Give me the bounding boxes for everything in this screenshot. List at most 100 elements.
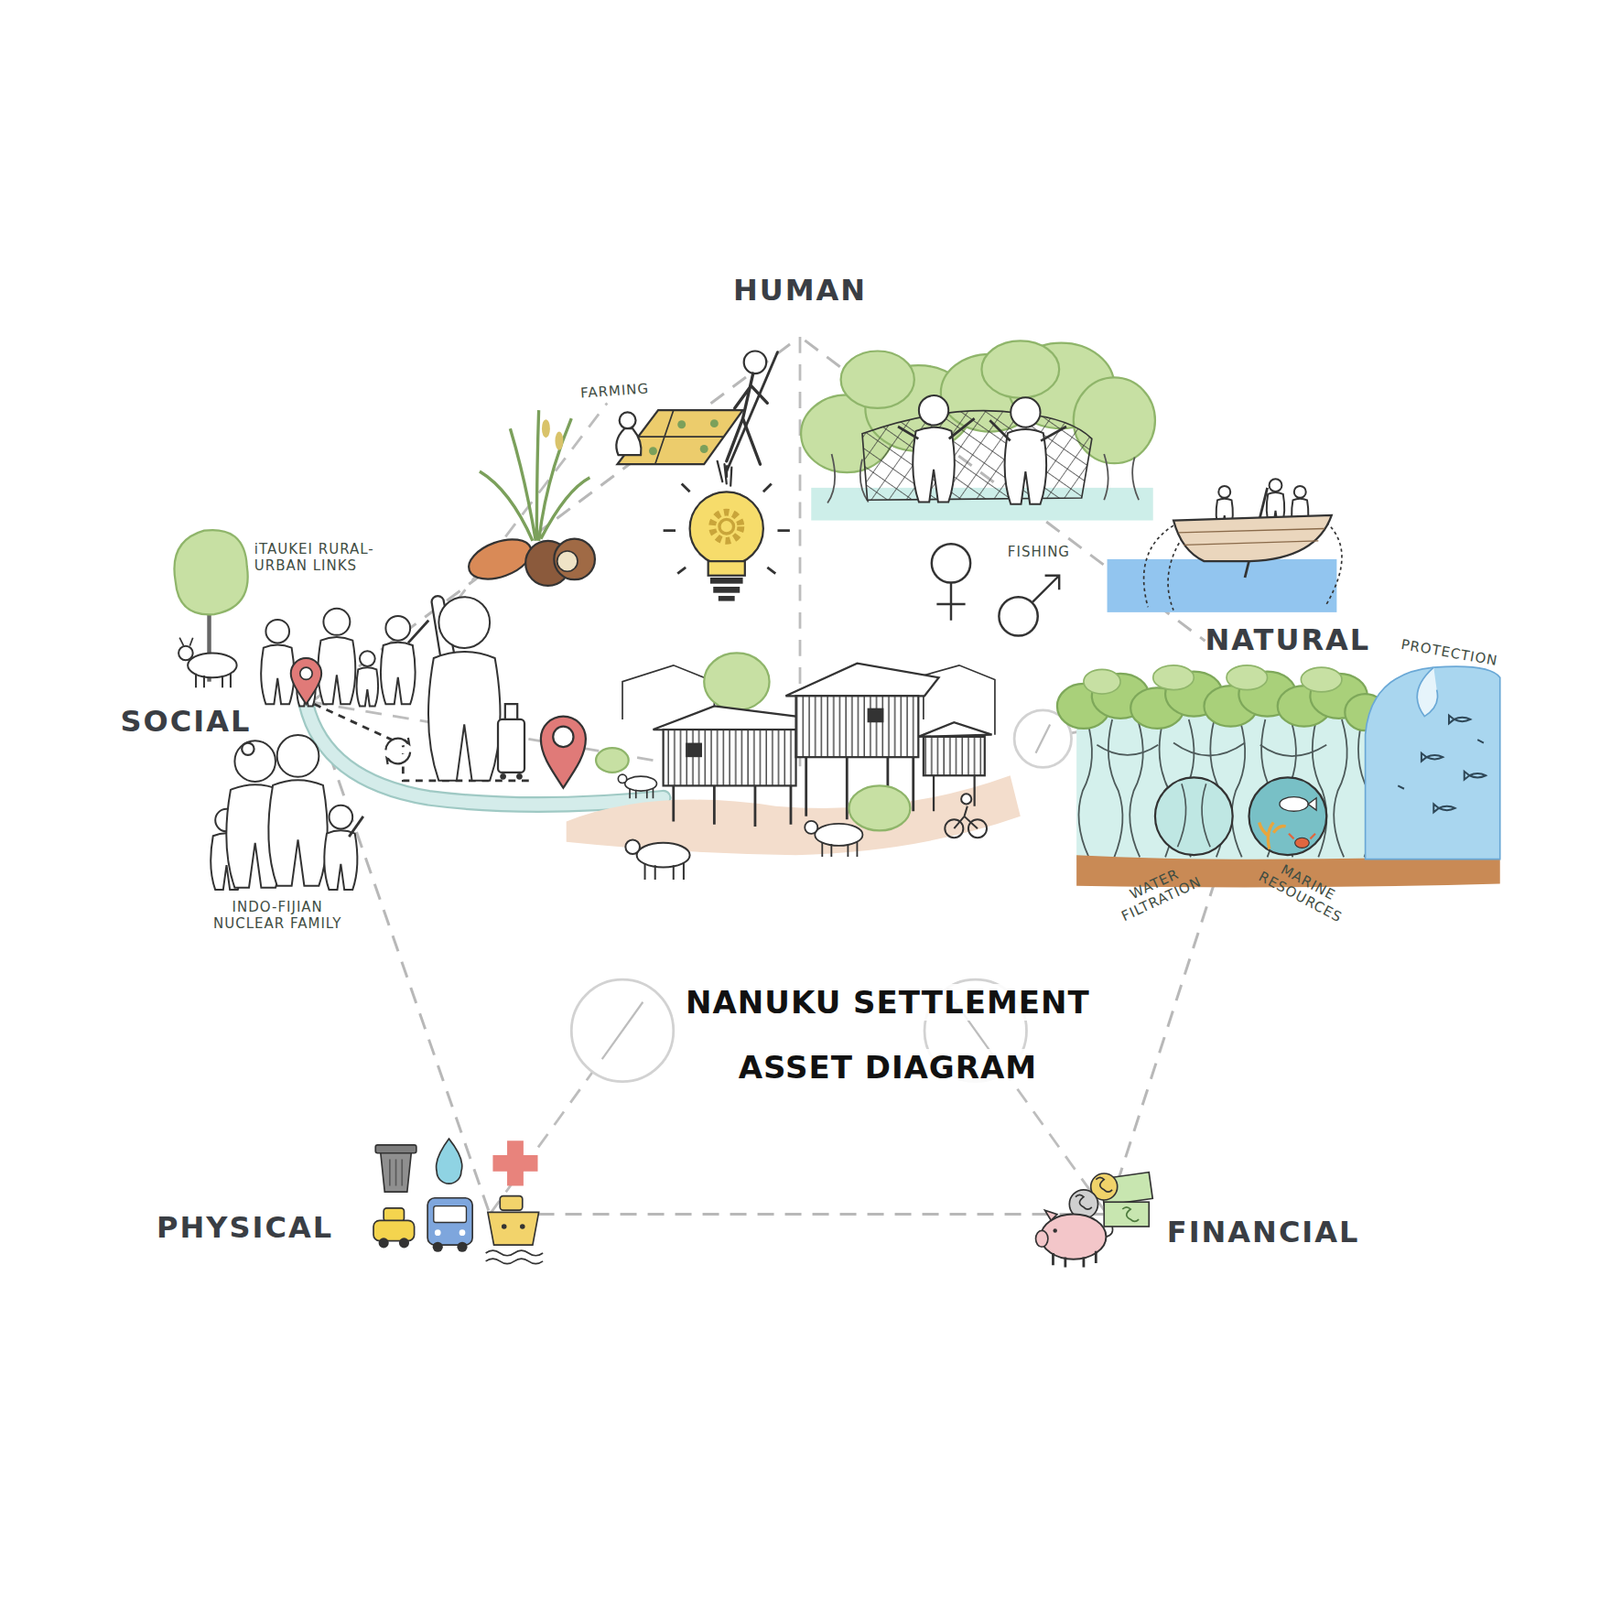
title-block: NANUKU SETTLEMENT ASSET DIAGRAM [668,972,1108,1103]
service-icons [436,1138,463,1184]
location-pin [300,667,313,680]
piggy-bank [1036,1172,1154,1268]
settlement-houses [804,821,818,834]
ocean-wave [1397,714,1486,812]
piggy-bank [1105,1226,1113,1237]
transport-icons [373,1220,415,1241]
asset-note: FARMING [577,379,651,401]
net-fishing-mangrove [1005,397,1048,504]
piggy-bank [1095,1177,1113,1192]
idea-bulb [708,561,746,576]
rural-urban-group [195,673,231,689]
boat-fishing [1178,528,1325,545]
piggy-bank [1075,1194,1092,1210]
asset-name: SOCIAL [119,704,251,739]
root-crops [463,410,595,587]
idea-bulb [712,512,741,541]
ocean-wave [1448,714,1471,724]
asset-vertex: FINANCIAL [1103,1210,1361,1250]
asset-name: FINANCIAL [1167,1215,1361,1250]
net-fishing-mangrove [981,340,1060,398]
service-icons [375,1138,538,1192]
settlement-houses [849,785,911,831]
gender-symbols [998,596,1038,636]
asset-vertex: NATURAL [1205,623,1372,698]
crop-plot [619,411,637,429]
piggy-bank [1122,1207,1139,1222]
net-fishing-mangrove [862,410,1092,501]
service-icons [492,1140,538,1186]
transport-icons [519,1223,526,1230]
mangrove-section [1083,669,1121,694]
location-pin [540,716,586,789]
migration-path [385,738,411,765]
rural-urban-group [179,637,193,647]
crop-plot [677,420,686,429]
nuclear-family [210,735,364,890]
net-fishing-mangrove [841,350,915,408]
traveler-figure [516,773,523,780]
nuclear-family [324,805,357,890]
location-pin [291,658,322,704]
settlement-houses [645,863,684,880]
migration-path [387,737,411,765]
idea-bulb [663,464,790,601]
idea-bulb [718,595,736,602]
mangrove-section [1108,719,1124,857]
net-fishing-mangrove [912,395,955,502]
root-crops [479,410,590,541]
transport-icons [501,1223,508,1230]
settlement-houses [617,774,657,799]
piggy-bank [1045,1210,1058,1221]
settlement-houses [566,652,1021,879]
piggy-bank [1103,1201,1149,1227]
transport-icons [499,1196,523,1211]
idea-bulb [663,464,790,573]
settlement-houses [629,789,653,800]
transport-icons [456,1242,467,1253]
mangrove-section [1083,665,1342,694]
transport-icons [486,1250,543,1264]
settlement-houses [796,695,919,757]
rural-urban-group [317,608,356,704]
root-crops [541,419,551,438]
asset-note: INDO-FIJIAN NUCLEAR FAMILY [193,898,362,932]
settlement-houses [652,705,808,731]
boat-fishing [1107,478,1342,613]
settlement-houses [961,793,972,804]
pentagon-edge [493,1212,1103,1216]
mangrove-section [1177,783,1211,847]
boat-fishing [1173,515,1332,562]
gender-symbols [931,543,971,583]
asset-note: iTAUKEI RURAL-URBAN LINKS [252,540,385,574]
asset-name: NATURAL [1205,623,1372,658]
mangrove-section [1333,719,1347,857]
mangrove-section [1288,833,1316,840]
transport-icons [487,1211,540,1245]
settlement-houses [663,729,797,786]
asset-note: FISHING [1005,543,1072,561]
service-icons [389,1158,402,1186]
location-pin [291,658,586,789]
mangrove-section [1096,743,1327,757]
mangrove-section [1129,719,1143,857]
asset-vertex: HUMAN [733,273,867,341]
idea-bulb [690,491,764,565]
transport-icons [373,1196,543,1265]
mangrove-section [1079,719,1092,857]
rural-urban-group [260,619,294,704]
diagram-title: NANUKU SETTLEMENT ASSET DIAGRAM [681,983,1094,1086]
mangrove-section [1308,798,1317,811]
transport-icons [427,1198,473,1245]
traveler-figure [428,596,501,781]
ocean-wave [1365,666,1501,860]
idea-bulb [710,577,744,584]
mangrove-section [1226,665,1268,691]
transport-icons [399,1237,410,1248]
piggy-bank [1052,1251,1096,1268]
settlement-houses [673,785,791,827]
ocean-wave [1433,803,1455,812]
crop-plot [637,410,725,465]
